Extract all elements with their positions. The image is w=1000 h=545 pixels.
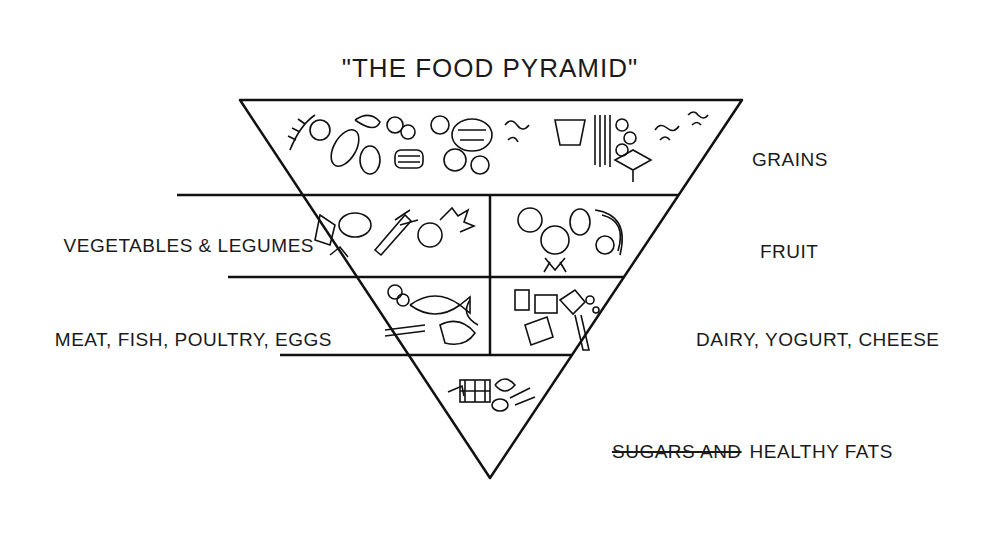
food-group-label: MEAT, FISH, POULTRY, EGGS	[55, 330, 332, 351]
food-group-label: HEALTHY FATS	[750, 442, 893, 463]
food-group-label: GRAINS	[752, 150, 828, 171]
struck-label: SUGARS AND	[612, 442, 742, 463]
band-divider	[489, 195, 492, 355]
inverted-triangle	[240, 100, 742, 478]
food-group-label: FRUIT	[760, 242, 818, 263]
diagram-title: "THE FOOD PYRAMID"	[342, 54, 638, 83]
band-divider	[228, 276, 624, 279]
food-group-label: VEGETABLES & LEGUMES	[64, 236, 314, 257]
food-doodles	[288, 112, 708, 411]
food-group-label: DAIRY, YOGURT, CHEESE	[696, 330, 940, 351]
band-divider	[280, 354, 572, 357]
band-divider	[177, 194, 679, 197]
